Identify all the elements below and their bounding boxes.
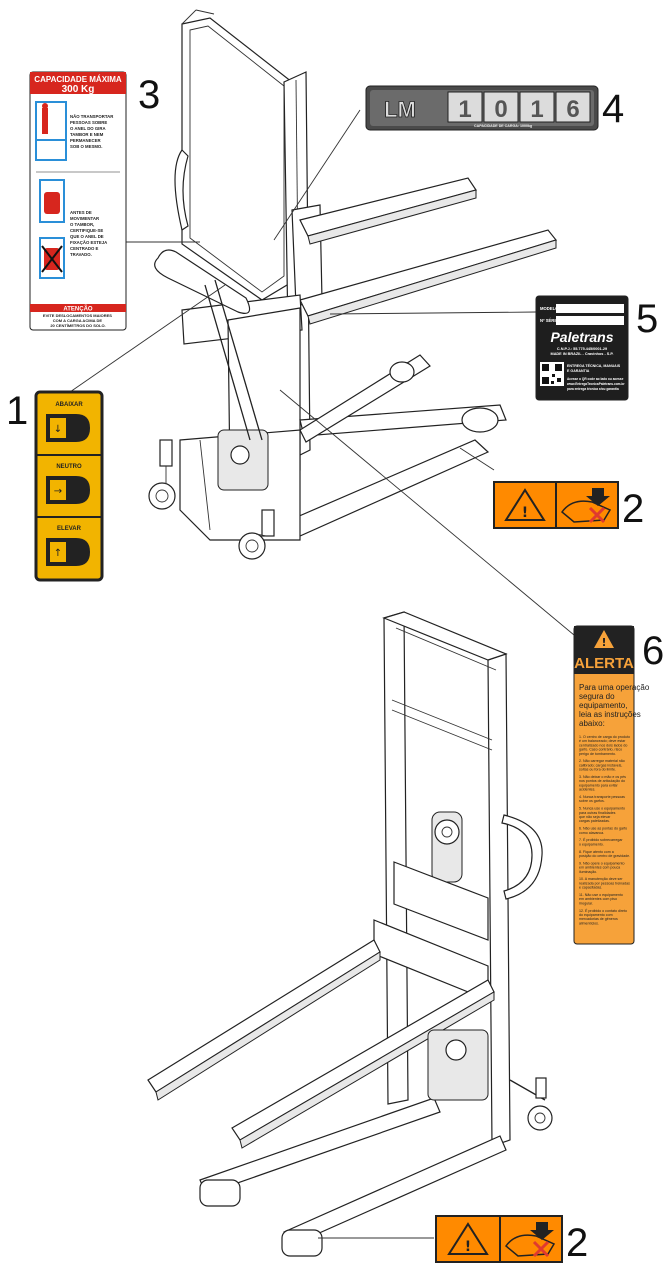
svg-text:1: 1 bbox=[458, 96, 471, 123]
plate-made: MADE IN BRAZIL - Cravinhos - S.P. bbox=[551, 352, 614, 356]
plate-serial-label: Nº SÉRIE bbox=[540, 318, 558, 323]
lever-label-lower: ABAIXAR bbox=[55, 402, 83, 408]
lever-up-icon: ↑ bbox=[46, 538, 90, 566]
capacity-warning-title: ATENÇÃO bbox=[63, 306, 93, 313]
plate-cnpj: C.N.P.J.: 55.775.445/0001-29 bbox=[557, 347, 607, 351]
capacity-weight: 300 Kg bbox=[62, 84, 95, 95]
crush-warning-decal-top: ! bbox=[493, 481, 619, 529]
lever-down-icon: ↓ bbox=[46, 414, 90, 442]
capacity-text-1: NÃO TRANSPORTAR PESSOAS SOBRE O ANEL DO … bbox=[70, 114, 115, 149]
lever-neutral-icon: → bbox=[46, 476, 90, 504]
leader-lines bbox=[69, 109, 581, 1239]
model-digits: 1 0 1 6 bbox=[447, 91, 591, 123]
warning-triangle-icon: ! bbox=[447, 1222, 489, 1255]
warning-triangle-icon: ! bbox=[504, 488, 546, 521]
capacity-text-2: ANTES DE MOVIMENTAR O TAMBOR, CERTIFIQUE… bbox=[70, 210, 108, 257]
no-riding-person-icon bbox=[35, 101, 67, 161]
callout-2-bottom: 2 bbox=[566, 1221, 588, 1265]
lever-label-neutral: NEUTRO bbox=[56, 464, 82, 470]
callout-6: 6 bbox=[642, 629, 664, 673]
capacity-decal: CAPACIDADE MÁXIMA 300 Kg NÃO TRANSPORTAR… bbox=[29, 71, 127, 331]
svg-text:!: ! bbox=[465, 1239, 471, 1255]
crush-foot-icon bbox=[560, 488, 612, 524]
crush-warning-decal-bottom: ! bbox=[435, 1215, 563, 1263]
callout-3: 3 bbox=[138, 73, 160, 117]
svg-text:0: 0 bbox=[494, 96, 507, 123]
crush-foot-icon bbox=[504, 1222, 556, 1258]
capacity-title: CAPACIDADE MÁXIMA bbox=[34, 75, 122, 84]
stacker-bottom-drawing bbox=[147, 611, 553, 1257]
plate-qr-text: Acesse o QR code ao lado ou acesse www.E… bbox=[566, 377, 625, 391]
stacker-top-drawing bbox=[148, 9, 558, 560]
alert-intro: Para uma operação segura do equipamento,… bbox=[579, 683, 652, 728]
callout-4: 4 bbox=[602, 87, 624, 131]
lever-label-raise: ELEVAR bbox=[57, 526, 82, 532]
plate-model-label: MODELO bbox=[540, 306, 559, 311]
alert-decal: ! ALERTA Para uma operação segura do equ… bbox=[573, 625, 652, 945]
alert-triangle-icon: ! bbox=[594, 630, 614, 649]
alert-title: ALERTA bbox=[574, 655, 634, 672]
qr-code-icon bbox=[540, 362, 564, 386]
svg-text:!: ! bbox=[601, 636, 606, 649]
svg-text:↑: ↑ bbox=[54, 548, 62, 559]
plate-brand: Paletrans bbox=[550, 329, 613, 345]
model-prefix: LM bbox=[384, 97, 416, 122]
callout-1: 1 bbox=[6, 389, 28, 433]
model-capacity-text: CAPACIDADE DE CARGA: 1000kg bbox=[474, 124, 532, 128]
callout-5: 5 bbox=[636, 297, 658, 341]
svg-text:1: 1 bbox=[530, 96, 543, 123]
svg-text:6: 6 bbox=[566, 96, 579, 123]
lever-decal: ABAIXAR NEUTRO ELEVAR ↓ → ↑ bbox=[34, 390, 104, 582]
model-decal: LM 1 0 1 6 CAPACIDADE DE CARGA: 1000kg bbox=[365, 85, 599, 131]
identification-plate: MODELO Nº SÉRIE Paletrans C.N.P.J.: 55.7… bbox=[535, 295, 629, 401]
drum-ring-icon bbox=[39, 179, 65, 279]
svg-text:!: ! bbox=[522, 505, 528, 521]
svg-text:→: → bbox=[54, 486, 62, 497]
callout-2-top: 2 bbox=[622, 487, 644, 531]
plate-delivery: ENTREGA TÉCNICA, MANUAIS E GARANTIA bbox=[567, 363, 621, 373]
svg-text:↓: ↓ bbox=[54, 424, 62, 435]
capacity-warning-text: EVITE DESLOCAMENTOS MAIORES COM A CARGA … bbox=[43, 313, 113, 328]
